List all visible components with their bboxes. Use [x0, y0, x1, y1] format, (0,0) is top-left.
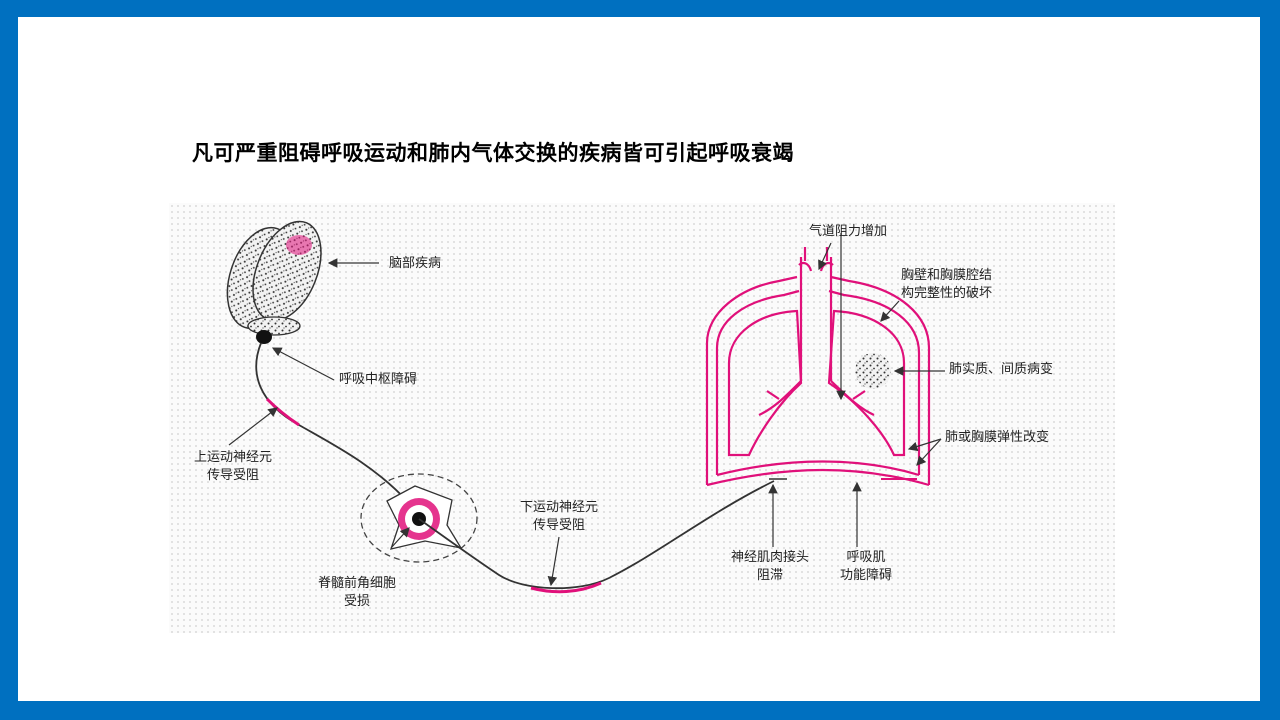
label-lung-parenchyma: 肺实质、间质病变 [949, 362, 1054, 377]
label-respiratory-center: 呼吸中枢障碍 [339, 372, 418, 387]
lungs-illustration [705, 247, 931, 487]
label-upper-motor-neuron: 上运动神经元 传导受阻 [173, 449, 293, 485]
label-spinal-line1: 脊髓前角细胞 [317, 576, 396, 591]
label-chest-wall-line2: 构完整性的破坏 [901, 286, 993, 301]
label-brain-disease: 脑部疾病 [389, 256, 442, 271]
label-spinal-line2: 受损 [343, 594, 370, 609]
label-neuromuscular-junction: 神经肌肉接头 阻滞 [705, 549, 835, 585]
label-nmj-line1: 神经肌肉接头 [730, 550, 809, 565]
label-resp-muscle-line1: 呼吸肌 [846, 550, 886, 565]
label-lower-motor-line2: 传导受阻 [532, 518, 585, 533]
label-upper-motor-line2: 传导受阻 [206, 468, 259, 483]
label-respiratory-muscle: 呼吸肌 功能障碍 [821, 549, 911, 585]
respiratory-failure-diagram: 脑部疾病 呼吸中枢障碍 上运动神经元 传导受阻 脊髓前角细胞 受损 下运动神经元… [169, 203, 1115, 633]
leader-arrows [228, 233, 945, 587]
diagram-drawing [226, 220, 945, 594]
label-elasticity-change: 肺或胸膜弹性改变 [945, 430, 1050, 445]
label-chest-wall-line1: 胸壁和胸膜腔结 [901, 268, 993, 283]
label-resp-muscle-line2: 功能障碍 [839, 568, 892, 583]
slide: 凡可严重阻碍呼吸运动和肺内气体交换的疾病皆可引起呼吸衰竭 [18, 17, 1260, 701]
label-chest-wall: 胸壁和胸膜腔结 构完整性的破坏 [901, 267, 992, 303]
label-lower-motor-neuron: 下运动神经元 传导受阻 [499, 499, 619, 535]
label-airway-resistance: 气道阻力增加 [809, 224, 888, 239]
slide-title: 凡可严重阻碍呼吸运动和肺内气体交换的疾病皆可引起呼吸衰竭 [192, 141, 794, 165]
label-upper-motor-line1: 上运动神经元 [193, 450, 272, 465]
label-lower-motor-line1: 下运动神经元 [519, 500, 598, 515]
label-spinal-anterior-horn: 脊髓前角细胞 受损 [287, 575, 427, 611]
brain-illustration [226, 220, 322, 344]
label-nmj-line2: 阻滞 [756, 568, 783, 583]
